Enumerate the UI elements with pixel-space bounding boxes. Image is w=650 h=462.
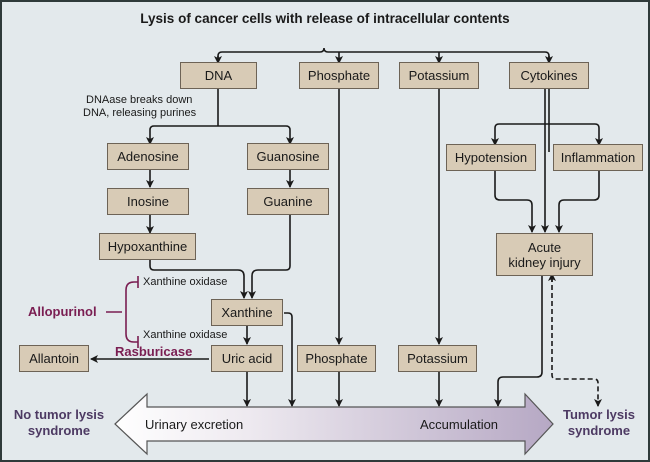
box-hypoxanthine: Hypoxanthine [99, 233, 196, 260]
outcome-tls-line2: syndrome [567, 423, 631, 438]
outcome-tls: Tumor lysis syndrome [556, 407, 642, 439]
arrow-to-guanosine [218, 125, 294, 145]
outcome-tls-line1: Tumor lysis [562, 407, 635, 422]
box-phosphate-bottom: Phosphate [297, 345, 376, 372]
spectrum-arrow [114, 392, 554, 456]
arrow-to-adenosine [146, 125, 218, 145]
box-acute-kidney-injury: Acute kidney injury [496, 233, 593, 276]
arrow-to-inflammation [549, 123, 603, 146]
box-phosphate-top: Phosphate [299, 62, 379, 89]
aki-line2: kidney injury [508, 254, 581, 270]
arrow-xanthine-excretion [284, 312, 296, 407]
drug-rasburicase: Rasburicase [115, 344, 193, 359]
arrow-hypoxanthine-xanthine [149, 260, 248, 299]
accumulation-label: Accumulation [420, 417, 499, 432]
xanthine-oxidase-label-1: Xanthine oxidase [143, 276, 228, 288]
outcome-no-tls: No tumor lysis syndrome [8, 407, 110, 439]
urinary-excretion-label: Urinary excretion [145, 417, 244, 432]
top-bracket [217, 47, 550, 62]
box-inflammation: Inflammation [553, 144, 643, 171]
box-uric-acid: Uric acid [211, 345, 283, 372]
arrow-inflammation-aki [555, 170, 600, 233]
diagram-title: Lysis of cancer cells with release of in… [140, 11, 510, 26]
box-adenosine: Adenosine [107, 143, 189, 170]
arrow-aki-accumulation [494, 275, 543, 407]
drug-allopurinol: Allopurinol [28, 304, 97, 319]
outcome-no-tls-line2: syndrome [27, 423, 91, 438]
aki-line1: Acute [527, 239, 562, 255]
box-guanine: Guanine [247, 188, 329, 215]
box-guanosine: Guanosine [247, 143, 329, 170]
box-potassium-top: Potassium [399, 62, 479, 89]
allopurinol-brace [106, 276, 139, 348]
arrow-hypotension-aki [494, 170, 536, 233]
arrow-to-hypotension [491, 123, 549, 146]
xanthine-oxidase-label-2: Xanthine oxidase [143, 329, 228, 341]
box-xanthine: Xanthine [211, 299, 283, 326]
box-dna: DNA [180, 62, 257, 89]
box-hypotension: Hypotension [446, 144, 536, 171]
dnaase-note-line1: DNAase breaks down [86, 94, 193, 106]
arrow-guanine-xanthine [248, 215, 291, 299]
outcome-no-tls-line1: No tumor lysis [13, 407, 105, 422]
dashed-aki-tls [551, 277, 602, 407]
box-inosine: Inosine [107, 188, 189, 215]
box-cytokines: Cytokines [509, 62, 589, 89]
dnaase-note-line2: DNA, releasing purines [83, 107, 197, 119]
box-allantoin: Allantoin [19, 345, 89, 372]
box-potassium-bottom: Potassium [398, 345, 477, 372]
